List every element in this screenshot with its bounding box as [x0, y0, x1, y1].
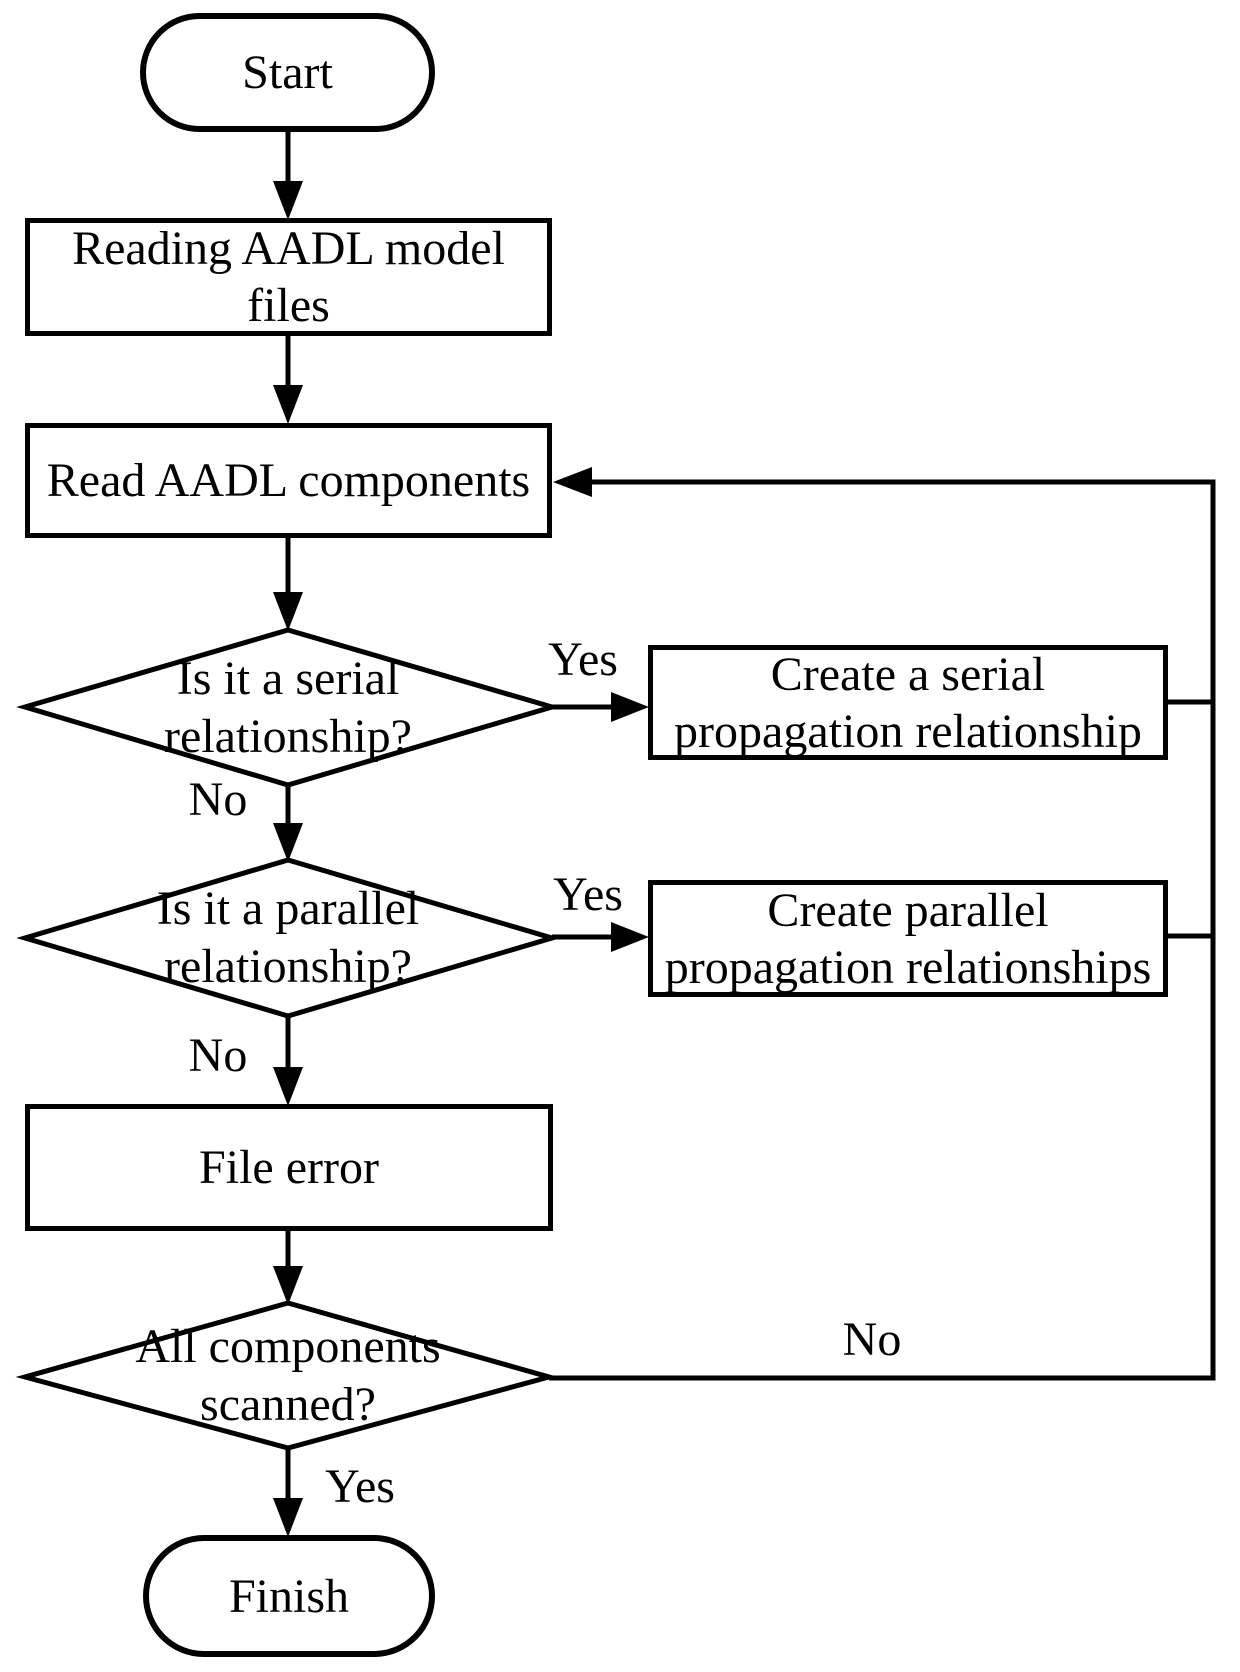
serial-decision-line1: Is it a serial [176, 652, 400, 705]
start-label: Start [242, 46, 333, 99]
arrowhead-feedback-into-read-components [553, 467, 592, 497]
file-error-box: File error [25, 1104, 553, 1231]
serial-decision-text: Is it a serial relationship? [88, 648, 488, 768]
scan-decision-diamond [15, 1300, 559, 1451]
create-serial-line1: Create a serial [770, 647, 1046, 701]
feedback-no-line [549, 479, 1216, 1381]
arrowhead-to-parallel-decision [273, 823, 303, 862]
serial-no-label: No [188, 773, 248, 826]
arrowhead-to-read-files [273, 181, 303, 220]
parallel-decision-text: Is it a parallel relationship? [88, 878, 488, 998]
create-serial-box: Create a serial propagation relationship [648, 645, 1168, 760]
file-error-label: File error [199, 1141, 379, 1194]
scan-decision-line1: All components [135, 1320, 441, 1373]
create-parallel-box: Create parallel propagation relationship… [648, 880, 1168, 997]
read-components-box: Read AADL components [25, 423, 552, 538]
serial-decision-line2: relationship? [164, 710, 412, 763]
create-parallel-line2: propagation relationships [664, 940, 1152, 994]
arrowhead-to-finish [273, 1498, 303, 1537]
read-files-box: Reading AADL model files [25, 218, 552, 336]
finish-label: Finish [228, 1569, 350, 1623]
arrowhead-to-create-parallel [611, 922, 649, 952]
arrowhead-to-serial-decision [273, 592, 303, 631]
parallel-yes-label: Yes [553, 868, 623, 921]
read-files-line1: Reading AADL model [72, 222, 505, 275]
parallel-no-label: No [188, 1029, 248, 1082]
create-serial-line2: propagation relationship [674, 704, 1142, 758]
scan-yes-label: Yes [325, 1460, 395, 1513]
create-parallel-line1: Create parallel [767, 883, 1049, 937]
arrowhead-to-read-components [273, 385, 303, 424]
parallel-decision-line2: relationship? [164, 940, 412, 993]
finish-node: Finish [143, 1535, 435, 1657]
scan-decision-line2: scanned? [200, 1378, 376, 1431]
serial-yes-label: Yes [548, 633, 618, 686]
read-files-line2: files [247, 279, 330, 332]
scan-decision-text: All components scanned? [88, 1316, 488, 1436]
parallel-decision-diamond [16, 857, 561, 1019]
serial-decision-diamond [16, 627, 561, 788]
arrowhead-to-file-error [273, 1067, 303, 1106]
arrowhead-to-create-serial [611, 692, 649, 722]
scan-no-label: No [842, 1313, 902, 1366]
arrowhead-to-scan-decision [273, 1266, 303, 1305]
start-node: Start [140, 13, 435, 132]
read-components-label: Read AADL components [46, 454, 531, 507]
parallel-decision-line1: Is it a parallel [156, 882, 420, 935]
